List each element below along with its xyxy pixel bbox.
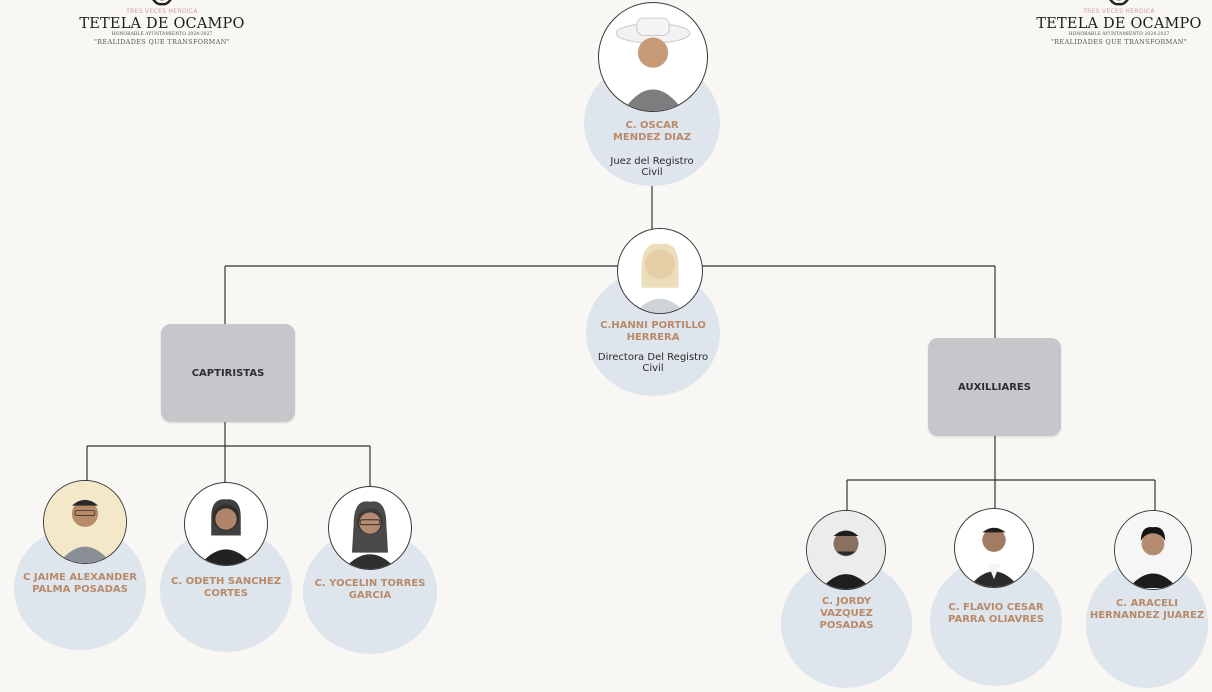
logo-name: TETELA DE OCAMPO: [1036, 16, 1202, 32]
group-auxiliares: AUXILLIARES: [928, 338, 1061, 436]
logo-motto: "REALIDADES QUE TRANSFORMAN": [1050, 38, 1188, 46]
node-captirista-1: C JAIME ALEXANDER PALMA POSADAS: [14, 478, 146, 650]
person-photo-icon: [598, 2, 708, 112]
municipal-logo-left: TRES VECES HEROICA TETELA DE OCAMPO HONO…: [77, 0, 247, 46]
person-photo-icon: [954, 508, 1034, 588]
person-photo-icon: [43, 480, 127, 564]
person-photo-icon: [328, 486, 412, 570]
auxiliar-name: C. FLAVIO CESAR PARRA OLIAVRES: [948, 602, 1044, 625]
judge-name: C. OSCAR MENDEZ DIAZ: [612, 120, 692, 143]
person-photo-icon: [617, 228, 703, 314]
municipal-crest-icon: [152, 0, 172, 6]
logo-motto: "REALIDADES QUE TRANSFORMAN": [93, 38, 231, 46]
captirista-name: C. ODETH SANCHEZ CORTES: [170, 576, 282, 599]
auxiliar-name: C. ARACELI HERNANDEZ JUAREZ: [1089, 598, 1205, 621]
person-photo-icon: [806, 510, 886, 590]
director-name: C.HANNI PORTILLO HERRERA: [600, 320, 706, 343]
node-judge: C. OSCAR MENDEZ DIAZ Juez del Registro C…: [584, 0, 720, 186]
auxiliar-name: C. JORDY VAZQUEZ POSADAS: [819, 596, 874, 631]
captirista-name: C. YOCELIN TORRES GARCIA: [314, 578, 426, 601]
municipal-crest-icon: [1109, 0, 1129, 6]
person-photo-icon: [1114, 510, 1192, 590]
node-captirista-3: C. YOCELIN TORRES GARCIA: [303, 484, 437, 654]
node-auxiliar-1: C. JORDY VAZQUEZ POSADAS: [781, 508, 912, 688]
director-role: Directora Del Registro Civil: [597, 352, 709, 374]
logo-subtitle: HONORABLE AYUNTAMIENTO 2024-2027: [111, 32, 213, 37]
node-captirista-2: C. ODETH SANCHEZ CORTES: [160, 480, 292, 652]
logo-tagline: TRES VECES HEROICA: [1083, 8, 1155, 15]
node-auxiliar-2: C. FLAVIO CESAR PARRA OLIAVRES: [930, 506, 1062, 686]
logo-subtitle: HONORABLE AYUNTAMIENTO 2024-2027: [1068, 32, 1170, 37]
judge-role: Juez del Registro Civil: [610, 156, 694, 178]
municipal-logo-right: TRES VECES HEROICA TETELA DE OCAMPO HONO…: [1034, 0, 1204, 46]
group-captiristas: CAPTIRISTAS: [161, 324, 295, 422]
logo-name: TETELA DE OCAMPO: [79, 16, 245, 32]
person-photo-icon: [184, 482, 268, 566]
node-auxiliar-3: C. ARACELI HERNANDEZ JUAREZ: [1086, 508, 1208, 688]
logo-tagline: TRES VECES HEROICA: [126, 8, 198, 15]
node-director: C.HANNI PORTILLO HERRERA Directora Del R…: [586, 226, 720, 396]
captirista-name: C JAIME ALEXANDER PALMA POSADAS: [23, 572, 137, 595]
